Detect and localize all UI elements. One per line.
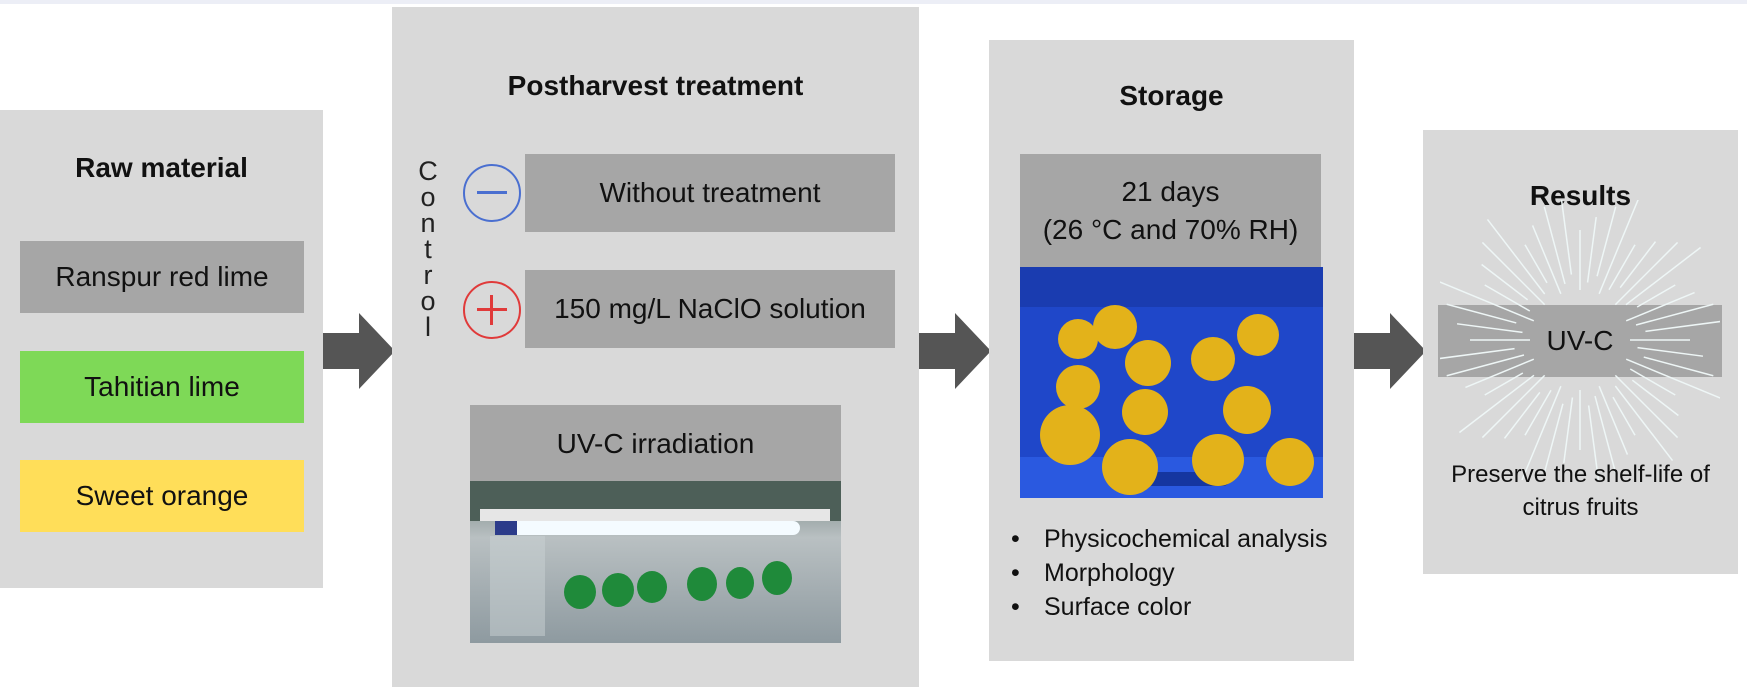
sunburst-ray — [1587, 405, 1600, 480]
control-letter: o — [420, 182, 436, 212]
sunburst-ray — [1614, 385, 1674, 462]
control-letter: l — [425, 312, 431, 342]
analysis-list-item: • Physicochemical analysis — [1011, 525, 1327, 554]
sunburst-ray — [1524, 389, 1552, 436]
arrow-right-icon — [919, 313, 991, 389]
storage-title: Storage — [1119, 80, 1224, 111]
sunburst-ray — [1481, 263, 1529, 301]
analysis-label: Surface color — [1044, 593, 1192, 621]
plus-circle-icon — [463, 281, 521, 339]
uvc-irradiation-photo — [470, 481, 841, 643]
sunburst-ray — [1612, 396, 1636, 436]
sunburst-ray — [1596, 206, 1617, 277]
sunburst-ray — [1543, 403, 1564, 474]
minus-circle-icon — [463, 164, 521, 222]
naclo-box: 150 mg/L NaClO solution — [525, 270, 895, 348]
results-conclusion: Preserve the shelf-life of citrus fruits — [1451, 461, 1710, 521]
control-letter: r — [423, 260, 433, 290]
sunburst-ray — [1486, 218, 1546, 295]
sunburst-ray — [1531, 225, 1562, 295]
storage-conditions: (26 °C and 70% RH) — [1042, 214, 1299, 245]
raw-material-title: Raw material — [75, 152, 248, 183]
analysis-label: Morphology — [1044, 559, 1175, 587]
raw-item-sweet-orange: Sweet orange — [20, 460, 304, 532]
sunburst-ray — [1608, 244, 1636, 291]
sunburst-ray — [1484, 284, 1531, 312]
sunburst-ray — [1598, 200, 1639, 295]
sunburst-ray — [1458, 374, 1535, 434]
control-letter: C — [418, 156, 438, 186]
sunburst-ray — [1631, 379, 1679, 417]
raw-material-panel: Raw material Ranspur red lime Tahitian l… — [0, 110, 323, 588]
control-letter: n — [420, 208, 436, 238]
storage-photo — [1020, 267, 1323, 498]
storage-days: 21 days — [1121, 176, 1220, 208]
arrow-right-icon — [1354, 313, 1426, 389]
sunburst-ray — [1637, 346, 1704, 357]
sunburst-ray — [1481, 374, 1546, 439]
without-treatment-box: Without treatment — [525, 154, 895, 232]
sunburst-icon — [1440, 200, 1720, 480]
bullet-icon: • — [1011, 559, 1020, 587]
analysis-label: Physicochemical analysis — [1044, 525, 1328, 553]
sunburst-ray — [1440, 347, 1515, 360]
sunburst-ray — [1465, 358, 1535, 389]
storage-condition-box: 21 days (26 °C and 70% RH) — [1020, 154, 1321, 268]
sunburst-ray — [1446, 303, 1517, 324]
sunburst-ray — [1503, 391, 1541, 439]
sunburst-ray — [1643, 356, 1714, 377]
sunburst-ray — [1625, 291, 1695, 322]
uvc-irradiation-box: UV-C irradiation — [470, 405, 841, 482]
raw-item-tahitian: Tahitian lime — [20, 351, 304, 423]
top-border — [0, 0, 1747, 4]
sunburst-ray — [1481, 241, 1546, 306]
sunburst-ray — [1560, 200, 1573, 275]
raw-item-ranspur: Ranspur red lime — [20, 241, 304, 313]
sunburst-ray — [1635, 303, 1714, 326]
results-title: Results — [1529, 180, 1632, 211]
sunburst-ray — [1446, 354, 1525, 377]
sunburst-ray — [1636, 284, 1676, 308]
sunburst-ray — [1614, 374, 1679, 439]
sunburst-ray — [1645, 320, 1720, 333]
sunburst-ray — [1619, 241, 1657, 289]
sunburst-ray — [1598, 385, 1629, 455]
sunburst-ray — [1614, 241, 1679, 306]
sunburst-ray — [1586, 216, 1597, 283]
sunburst-ray — [1594, 395, 1617, 474]
postharvest-title: Postharvest treatment — [507, 70, 804, 101]
arrow-right-icon — [323, 313, 395, 389]
control-letter: t — [424, 234, 432, 264]
sunburst-ray — [1625, 246, 1702, 306]
sunburst-ray — [1456, 323, 1523, 334]
results-uvc-label: UV-C — [1546, 325, 1614, 357]
sunburst-ray — [1629, 368, 1676, 396]
bullet-icon: • — [1011, 593, 1020, 621]
analysis-list-item: • Morphology — [1011, 559, 1175, 588]
sunburst-ray — [1563, 397, 1574, 464]
bullet-icon: • — [1011, 525, 1020, 553]
sunburst-ray — [1625, 358, 1720, 399]
control-letter: o — [420, 286, 436, 316]
analysis-list-item: • Surface color — [1011, 593, 1191, 622]
sunburst-ray — [1484, 372, 1524, 396]
sunburst-ray — [1440, 281, 1535, 322]
sunburst-ray — [1524, 244, 1548, 284]
sunburst-ray — [1521, 385, 1562, 480]
sunburst-ray — [1543, 206, 1566, 285]
